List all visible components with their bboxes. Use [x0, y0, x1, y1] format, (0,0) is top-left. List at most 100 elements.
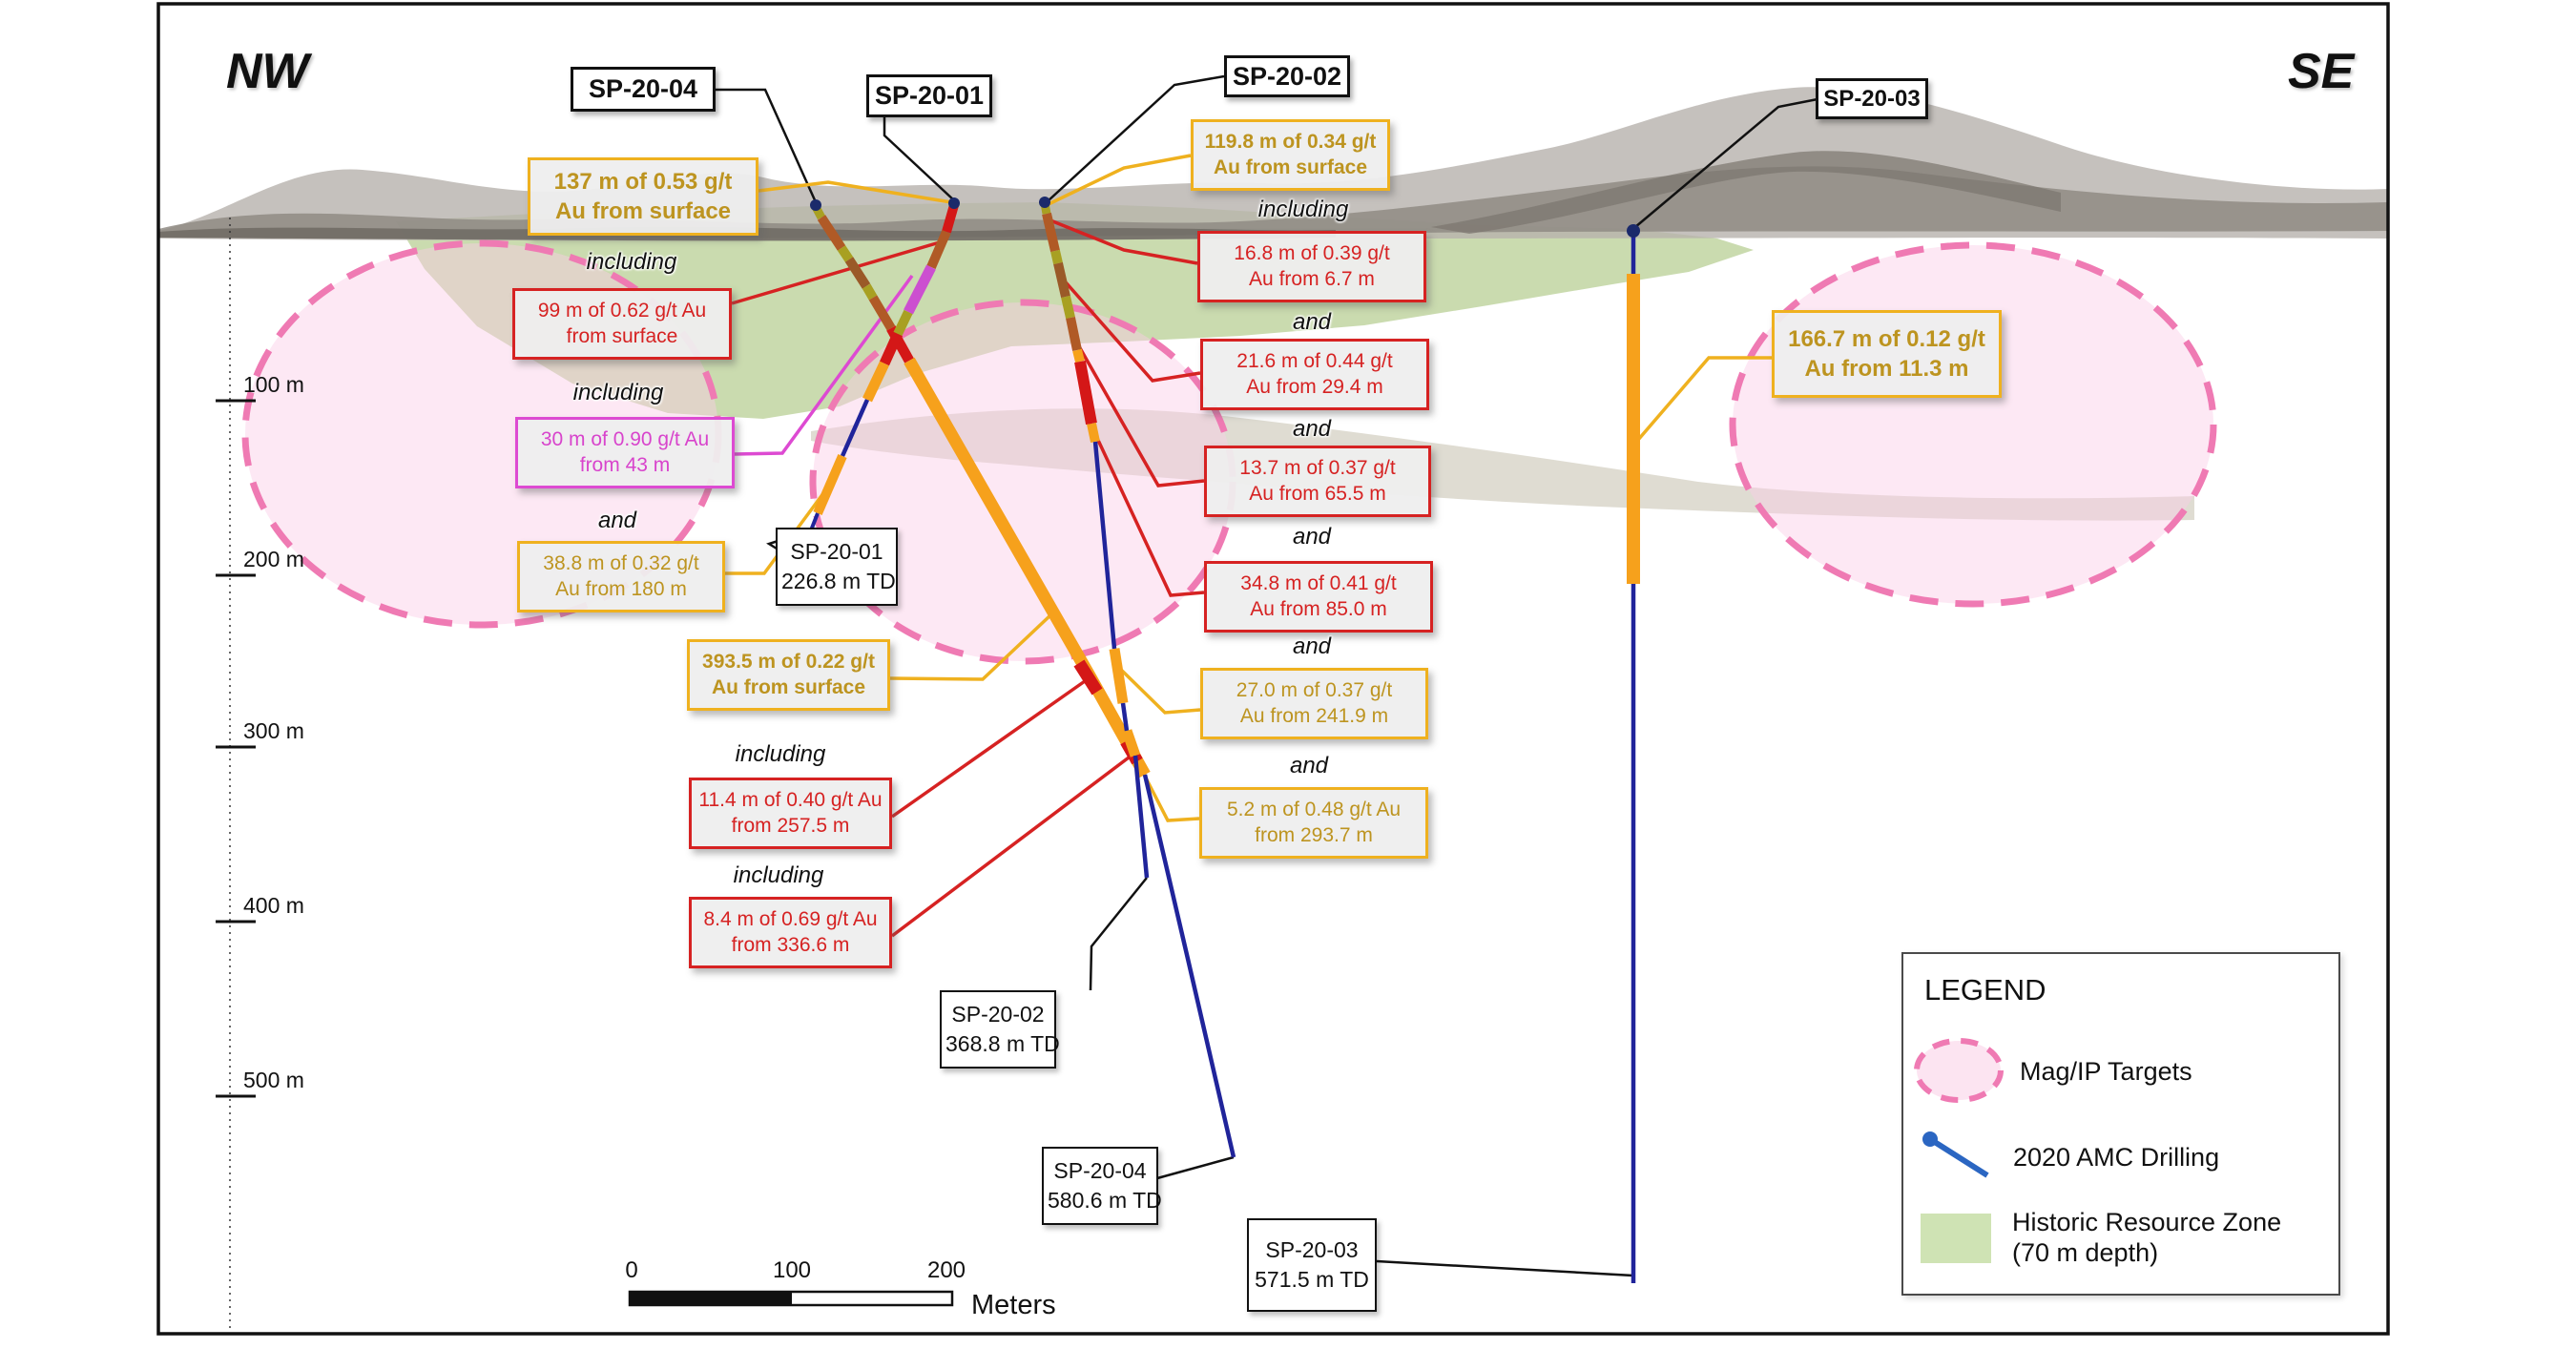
callout-line: 38.8 m of 0.32 g/t	[543, 552, 699, 574]
leader-sp2004-td	[1156, 1155, 1235, 1180]
hole-label-sp2004: SP-20-04	[571, 67, 716, 112]
callout-line: from 43 m	[579, 454, 671, 477]
callout-line: Au from 65.5 m	[1249, 483, 1386, 506]
sp2001-trace	[840, 399, 870, 457]
callout-line: 393.5 m of 0.22 g/t	[702, 651, 875, 673]
sp2001-interval	[926, 230, 951, 269]
legend-drilling-collar-icon	[1922, 1131, 1938, 1147]
magip-target-middle	[809, 299, 1236, 665]
legend-item-resource-l1: Historic Resource Zone	[2012, 1208, 2282, 1236]
callout-line: Au from 11.3 m	[1804, 356, 1969, 383]
leader-sp2003-label	[1634, 97, 1818, 228]
td-line: 571.5 m TD	[1255, 1267, 1369, 1293]
sp2004-interval-11-4	[1073, 659, 1103, 695]
leader-c168	[1049, 218, 1198, 265]
callout-line: Au from surface	[1213, 156, 1368, 179]
connector-word: including	[572, 380, 664, 405]
depth-label-300: 300 m	[243, 718, 304, 743]
leader-sp2004-label	[714, 88, 818, 203]
connector-word: and	[597, 508, 637, 533]
sp2002-interval	[1050, 249, 1063, 265]
scale-unit-label: Meters	[971, 1290, 1056, 1320]
td-label-sp2004: SP-20-04 580.6 m TD	[1042, 1147, 1162, 1226]
terrain-mid-band	[158, 166, 2388, 239]
td-line: 368.8 m TD	[945, 1031, 1060, 1057]
callout-119-8m: 119.8 m of 0.34 g/t Au from surface	[1191, 119, 1390, 191]
hole-label-sp2001: SP-20-01	[866, 74, 992, 117]
hole-label-text: SP-20-02	[1232, 61, 1342, 91]
callout-16-8m: 16.8 m of 0.39 g/t Au from 6.7 m	[1197, 231, 1426, 302]
sp2002-interval	[1066, 316, 1082, 352]
legend-item-magip: Mag/IP Targets	[2020, 1057, 2192, 1086]
callout-line: 166.7 m of 0.12 g/t	[1788, 326, 1985, 352]
leader-sp2003-td	[1376, 1259, 1634, 1277]
sp2002-interval	[1072, 348, 1085, 363]
td-line: 580.6 m TD	[1048, 1188, 1162, 1214]
legend-resource-swatch-icon	[1921, 1214, 1991, 1263]
leader-c393	[889, 612, 1053, 681]
depth-label-500: 500 m	[243, 1068, 304, 1092]
callout-line: Au from 6.7 m	[1249, 268, 1375, 291]
callout-line: Au from surface	[554, 198, 732, 225]
sp2002-interval	[1087, 422, 1100, 444]
hole-label-text: SP-20-01	[874, 81, 985, 110]
callout-line: 99 m of 0.62 g/t Au	[537, 300, 707, 322]
td-label-sp2003: SP-20-03 571.5 m TD	[1247, 1218, 1377, 1313]
sp2001-interval	[942, 203, 959, 234]
scale-label-0: 0	[625, 1257, 638, 1283]
td-line: SP-20-04	[1053, 1158, 1147, 1183]
callout-34-8m: 34.8 m of 0.41 g/t Au from 85.0 m	[1204, 561, 1433, 633]
sp2002-trace-end	[1132, 755, 1150, 879]
callout-line: 11.4 m of 0.40 g/t Au	[698, 789, 883, 811]
sp2002-interval	[1061, 295, 1075, 320]
gold-leaders	[725, 154, 1772, 822]
connector-word: including	[1257, 197, 1349, 222]
callout-line: from 336.6 m	[731, 934, 850, 957]
leader-sp2002-td	[1089, 877, 1148, 991]
td-label-sp2002: SP-20-02 368.8 m TD	[940, 990, 1060, 1069]
sp2001-interval-30m	[904, 264, 936, 315]
callout-5-2m: 5.2 m of 0.48 g/t Au from 293.7 m	[1199, 787, 1428, 859]
sp2002-interval	[1042, 212, 1060, 253]
scale-label-100: 100	[772, 1257, 812, 1283]
depth-ticks	[216, 399, 256, 1098]
td-line: SP-20-03	[1265, 1237, 1359, 1262]
callout-393-5m: 393.5 m of 0.22 g/t Au from surface	[687, 639, 890, 711]
leader-c119	[1048, 154, 1192, 206]
callout-99m: 99 m of 0.62 g/t Au from surface	[512, 288, 732, 360]
hole-label-leaders	[714, 74, 1818, 1277]
callout-line: from 257.5 m	[731, 815, 850, 838]
collar-sp2003	[1627, 224, 1640, 238]
callout-line: 13.7 m of 0.37 g/t	[1239, 457, 1396, 479]
callout-8-4m: 8.4 m of 0.69 g/t Au from 336.6 m	[689, 897, 892, 968]
legend-item-drilling: 2020 AMC Drilling	[2013, 1143, 2220, 1172]
leader-c137b	[1070, 332, 1205, 488]
callout-line: 16.8 m of 0.39 g/t	[1234, 242, 1390, 264]
collar-sp2001	[948, 197, 960, 209]
callout-21-6m: 21.6 m of 0.44 g/t Au from 29.4 m	[1200, 339, 1429, 410]
leader-c270	[1118, 667, 1201, 715]
legend-item-resource-l2: (70 m depth)	[2012, 1238, 2159, 1267]
callout-line: 8.4 m of 0.69 g/t Au	[703, 908, 878, 930]
callout-line: Au from 241.9 m	[1239, 705, 1389, 728]
connector-word: including	[733, 862, 824, 888]
callout-13-7m: 13.7 m of 0.37 g/t Au from 65.5 m	[1204, 446, 1431, 517]
legend-symbols	[1914, 1038, 2004, 1263]
magip-target-right	[1729, 241, 2217, 608]
callout-line: 21.6 m of 0.44 g/t	[1236, 350, 1393, 372]
callout-line: 137 m of 0.53 g/t	[553, 169, 733, 195]
sp2002-interval-27-0	[1109, 648, 1129, 704]
leader-c114	[890, 679, 1087, 819]
sp2002-interval	[1053, 261, 1070, 299]
sp2004-trace	[1142, 774, 1236, 1158]
hole-label-sp2003: SP-20-03	[1816, 78, 1928, 119]
drillhole-sp2001	[809, 203, 959, 531]
red-leaders	[731, 218, 1205, 938]
callout-line: 5.2 m of 0.48 g/t Au	[1226, 799, 1402, 820]
td-line: SP-20-02	[951, 1002, 1045, 1027]
collar-sp2002	[1039, 197, 1050, 208]
callout-line: from surface	[566, 325, 678, 348]
callout-line: 34.8 m of 0.41 g/t	[1240, 572, 1397, 594]
sp2001-interval	[879, 331, 904, 366]
